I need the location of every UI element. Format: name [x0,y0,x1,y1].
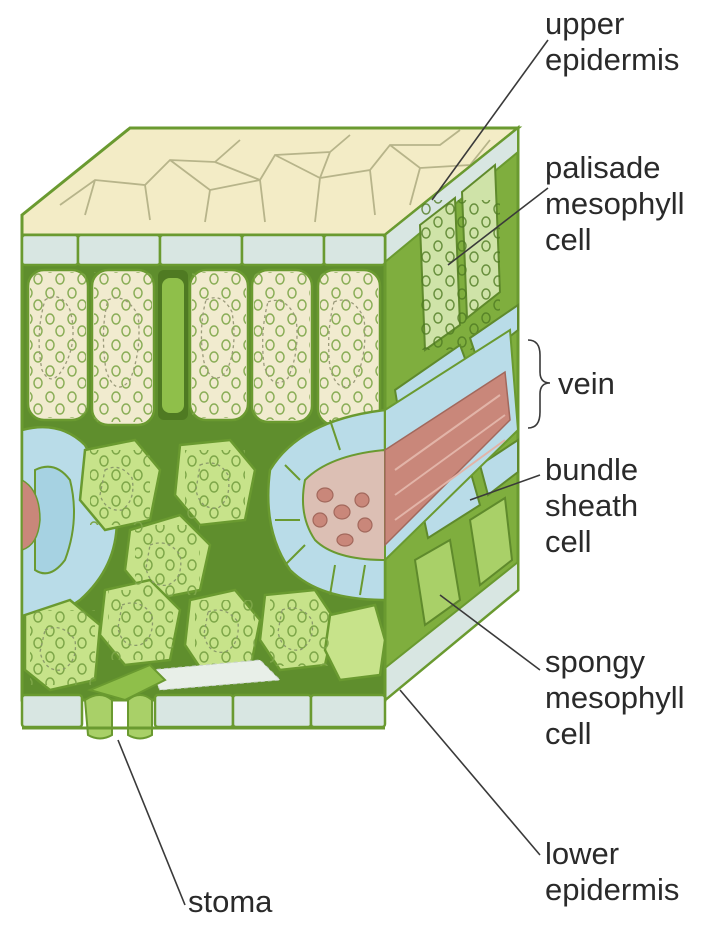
label-line: cell [545,222,685,258]
label-line: cell [545,716,685,752]
label-line: palisade [545,150,685,186]
label-line: mesophyll [545,680,685,716]
upper-epidermis-cells [22,235,385,265]
label-line: stoma [188,884,272,920]
label-spongy-mesophyll: spongy mesophyll cell [545,644,685,752]
label-line: vein [558,366,615,402]
label-line: cell [545,524,638,560]
label-upper-epidermis: upper epidermis [545,6,679,78]
label-line: bundle [545,452,638,488]
label-line: sheath [545,488,638,524]
label-lower-epidermis: lower epidermis [545,836,679,908]
lower-epidermis-cells [22,695,385,727]
label-line: spongy [545,644,685,680]
palisade-chloroplasts [30,272,378,422]
label-stoma: stoma [188,884,272,920]
label-palisade-mesophyll: palisade mesophyll cell [545,150,685,258]
label-line: mesophyll [545,186,685,222]
label-line: upper [545,6,679,42]
label-bundle-sheath: bundle sheath cell [545,452,638,560]
label-line: epidermis [545,42,679,78]
label-vein: vein [558,366,615,402]
label-line: epidermis [545,872,679,908]
label-line: lower [545,836,679,872]
